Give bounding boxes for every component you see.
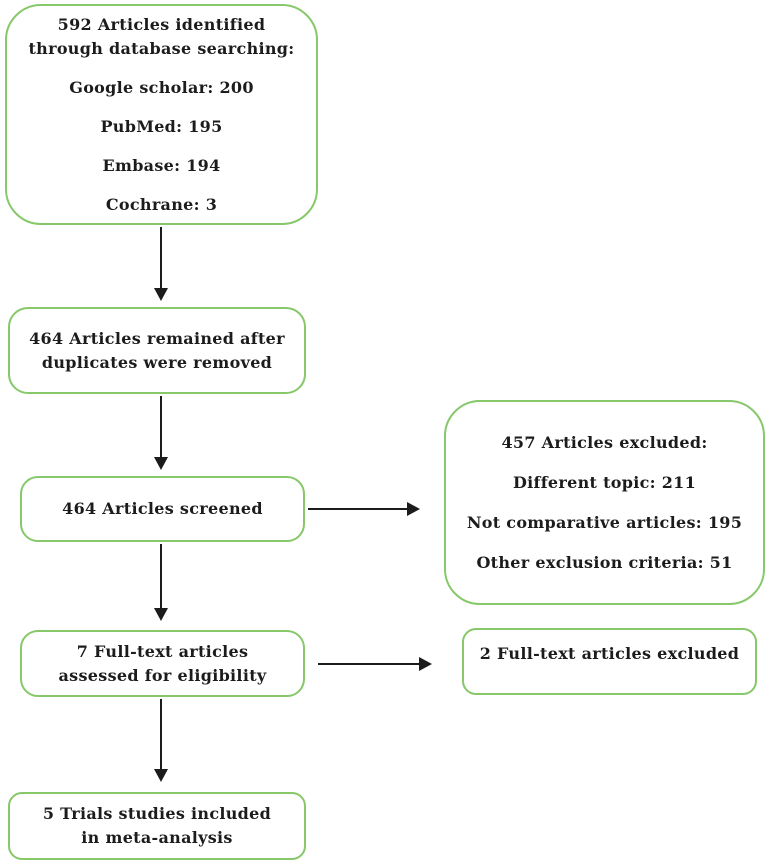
excluded-title: 457 Articles excluded: [501, 432, 708, 452]
screened-line1: 464 Articles screened [62, 499, 263, 518]
box-articles-screened: 464 Articles screened [20, 476, 305, 542]
arrow-line-fulltext-to-excluded [318, 663, 419, 665]
arrowhead-fulltext-to-included [154, 769, 168, 782]
identified-title-line1: 592 Articles identified [57, 14, 266, 34]
fulltext-excluded-line1: 2 Full-text articles excluded [479, 643, 740, 663]
fulltext-line2: assessed for eligibility [58, 665, 267, 685]
arrowhead-identified-to-deduplicated [154, 288, 168, 301]
box-articles-excluded: 457 Articles excluded: Different topic: … [444, 400, 765, 605]
dedup-line1: 464 Articles remained after [29, 328, 285, 348]
dedup-line2: duplicates were removed [41, 352, 273, 372]
arrowhead-deduplicated-to-screened [154, 457, 168, 470]
excluded-reason-other: Other exclusion criteria: 51 [476, 552, 733, 572]
arrow-line-identified-to-deduplicated [160, 227, 162, 289]
included-line1: 5 Trials studies included [42, 804, 272, 823]
source-embase: Embase: 194 [102, 155, 221, 175]
included-line2: in meta-analysis [81, 828, 233, 847]
arrow-line-fulltext-to-included [160, 699, 162, 769]
arrow-line-deduplicated-to-screened [160, 396, 162, 457]
excluded-reason-not-comparative: Not comparative articles: 195 [466, 512, 743, 532]
identified-title-line2: through database searching: [28, 38, 295, 58]
source-google-scholar: Google scholar: 200 [69, 77, 254, 97]
box-fulltext-assessed: 7 Full-text articles assessed for eligib… [20, 630, 305, 697]
source-pubmed: PubMed: 195 [100, 116, 223, 136]
excluded-reason-different-topic: Different topic: 211 [512, 472, 697, 492]
arrow-line-screened-to-fulltext [160, 544, 162, 608]
box-duplicates-removed: 464 Articles remained after duplicates w… [8, 307, 306, 394]
box-articles-identified: 592 Articles identified through database… [5, 4, 318, 225]
arrowhead-screened-to-excluded [407, 502, 420, 516]
box-included-meta-analysis: 5 Trials studies included in meta-analys… [8, 792, 306, 860]
arrowhead-screened-to-fulltext [154, 608, 168, 621]
source-cochrane: Cochrane: 3 [105, 194, 218, 214]
fulltext-line1: 7 Full-text articles [76, 641, 249, 661]
box-fulltext-excluded: 2 Full-text articles excluded [462, 628, 757, 695]
arrow-line-screened-to-excluded [308, 508, 407, 510]
arrowhead-fulltext-to-excluded [419, 657, 432, 671]
